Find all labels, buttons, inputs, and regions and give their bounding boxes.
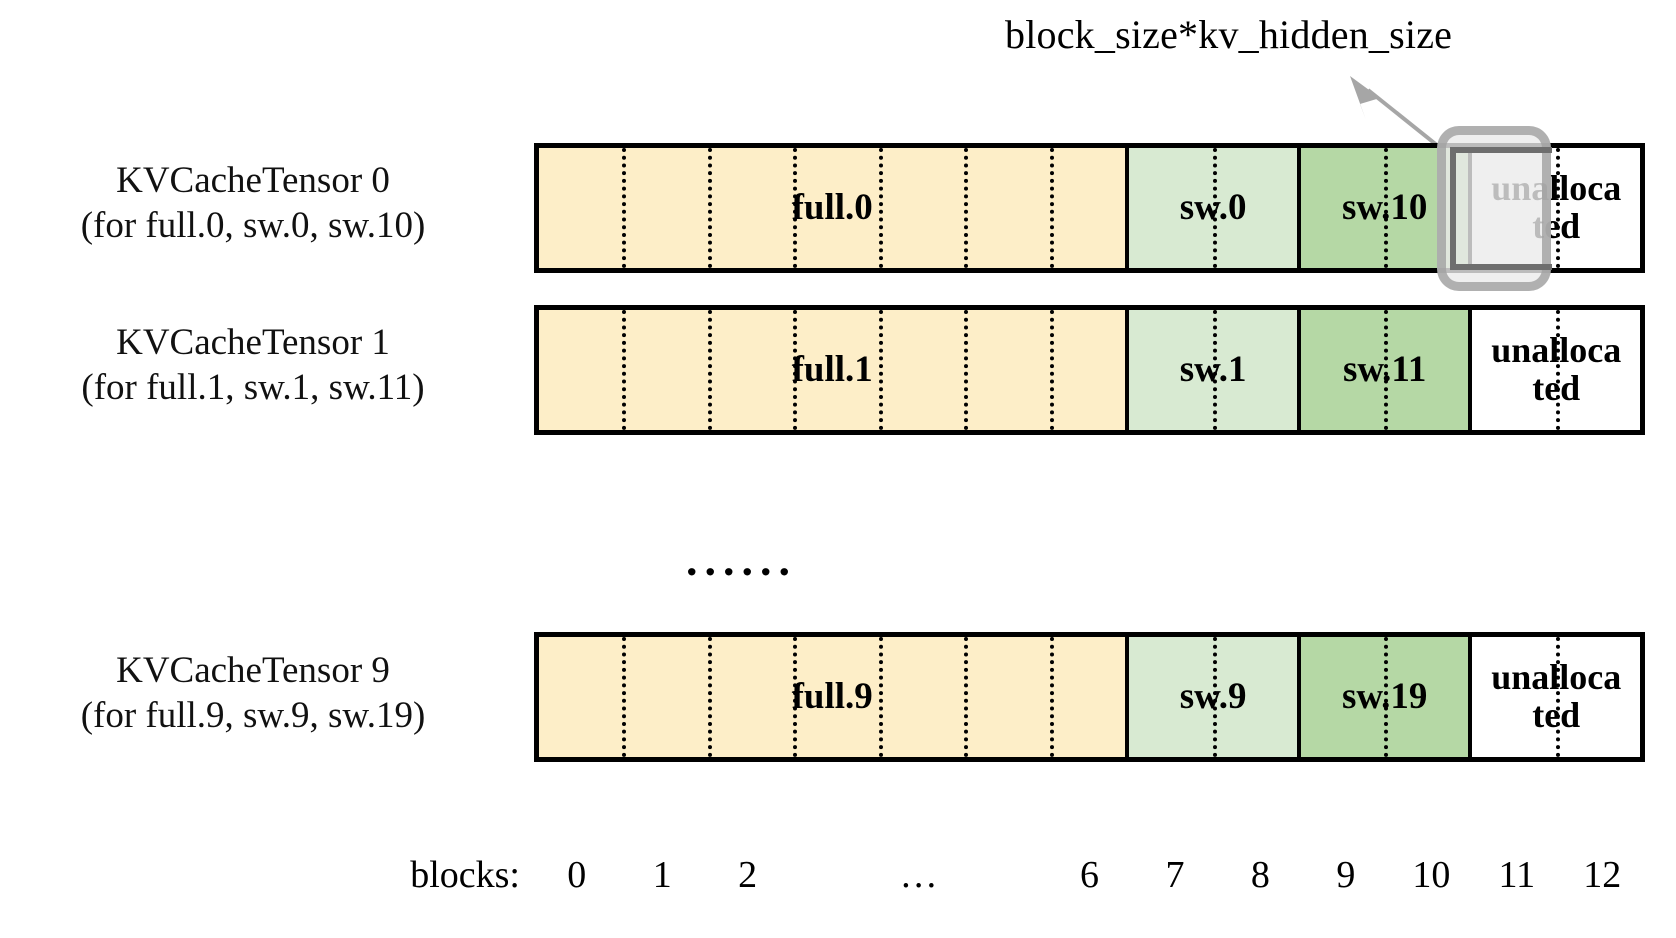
axis-tick-9: 9 (1336, 854, 1356, 896)
block-divider (1384, 637, 1389, 757)
bar-segment: sw.9 (1129, 637, 1301, 757)
bar-segment-label: full.1 (791, 348, 873, 390)
bar-segment: sw.1 (1129, 310, 1301, 430)
block-divider (793, 148, 798, 268)
block-divider (793, 310, 798, 430)
row-label-1-line1: KVCacheTensor 1 (116, 322, 390, 363)
block-divider (1555, 148, 1560, 268)
block-divider (878, 637, 883, 757)
block-divider (1555, 637, 1560, 757)
bar-segment-label: sw.0 (1179, 186, 1247, 228)
block-divider (622, 310, 627, 430)
axis-title: blocks: (410, 854, 520, 896)
block-divider (1049, 310, 1054, 430)
bar-segment-label: sw.11 (1343, 348, 1427, 390)
axis-tick-11: 11 (1498, 854, 1536, 896)
block-divider (1384, 148, 1389, 268)
axis-tick-2: 2 (738, 854, 758, 896)
bar-segment-label: sw.10 (1342, 186, 1428, 228)
rows-ellipsis: ...... (686, 534, 797, 585)
row-label-0-line1: KVCacheTensor 0 (116, 160, 390, 201)
axis-tick-8: 8 (1250, 854, 1270, 896)
block-divider (707, 310, 712, 430)
block-divider (622, 148, 627, 268)
bar-segment-label: sw.1 (1179, 348, 1247, 390)
block-divider (793, 637, 798, 757)
row-label-0-line2: (for full.0, sw.0, sw.10) (80, 205, 426, 247)
axis-tick-0: 0 (567, 854, 587, 896)
bar-segment: sw.0 (1129, 148, 1301, 268)
axis-tick-ellipsis: … (899, 854, 938, 896)
axis-tick-7: 7 (1165, 854, 1185, 896)
block-divider (1212, 148, 1217, 268)
axis-tick-12: 12 (1583, 854, 1622, 896)
axis-tick-6: 6 (1080, 854, 1099, 896)
block-size-highlight-inner (1450, 147, 1552, 270)
block-divider (622, 637, 627, 757)
row-label-2: KVCacheTensor 9 (for full.9, sw.9, sw.19… (18, 648, 488, 738)
block-divider (707, 148, 712, 268)
block-divider (1212, 310, 1217, 430)
axis-tick-10: 10 (1412, 854, 1451, 896)
block-divider (878, 310, 883, 430)
block-divider (1555, 310, 1560, 430)
row-label-2-line1: KVCacheTensor 9 (116, 650, 390, 691)
bar-segment-label: sw.19 (1342, 675, 1428, 717)
bar-segment: full.9 (539, 637, 1130, 757)
callout-label: block_size*kv_hidden_size (1005, 12, 1453, 57)
bar-segment: sw.19 (1300, 637, 1473, 757)
row-label-0: KVCacheTensor 0 (for full.0, sw.0, sw.10… (18, 158, 488, 248)
bar-segment: sw.11 (1300, 310, 1473, 430)
block-divider (1049, 637, 1054, 757)
axis-tick-1: 1 (652, 854, 672, 896)
bar-segment-label: sw.9 (1179, 675, 1247, 717)
row-label-2-line2: (for full.9, sw.9, sw.19) (80, 695, 426, 737)
bar-segment: full.0 (539, 148, 1130, 268)
block-divider (964, 637, 969, 757)
block-divider (1384, 310, 1389, 430)
row-label-1-line2: (for full.1, sw.1, sw.11) (81, 367, 425, 409)
block-divider (1049, 148, 1054, 268)
row-label-1: KVCacheTensor 1 (for full.1, sw.1, sw.11… (18, 320, 488, 410)
bar-segment-label: full.9 (791, 675, 873, 717)
bar-segment: full.1 (539, 310, 1130, 430)
block-divider (964, 148, 969, 268)
bar-segment-label: full.0 (791, 186, 873, 228)
block-divider (878, 148, 883, 268)
block-divider (1212, 637, 1217, 757)
block-divider (964, 310, 969, 430)
block-size-highlight-box (1437, 126, 1552, 291)
block-divider (707, 637, 712, 757)
